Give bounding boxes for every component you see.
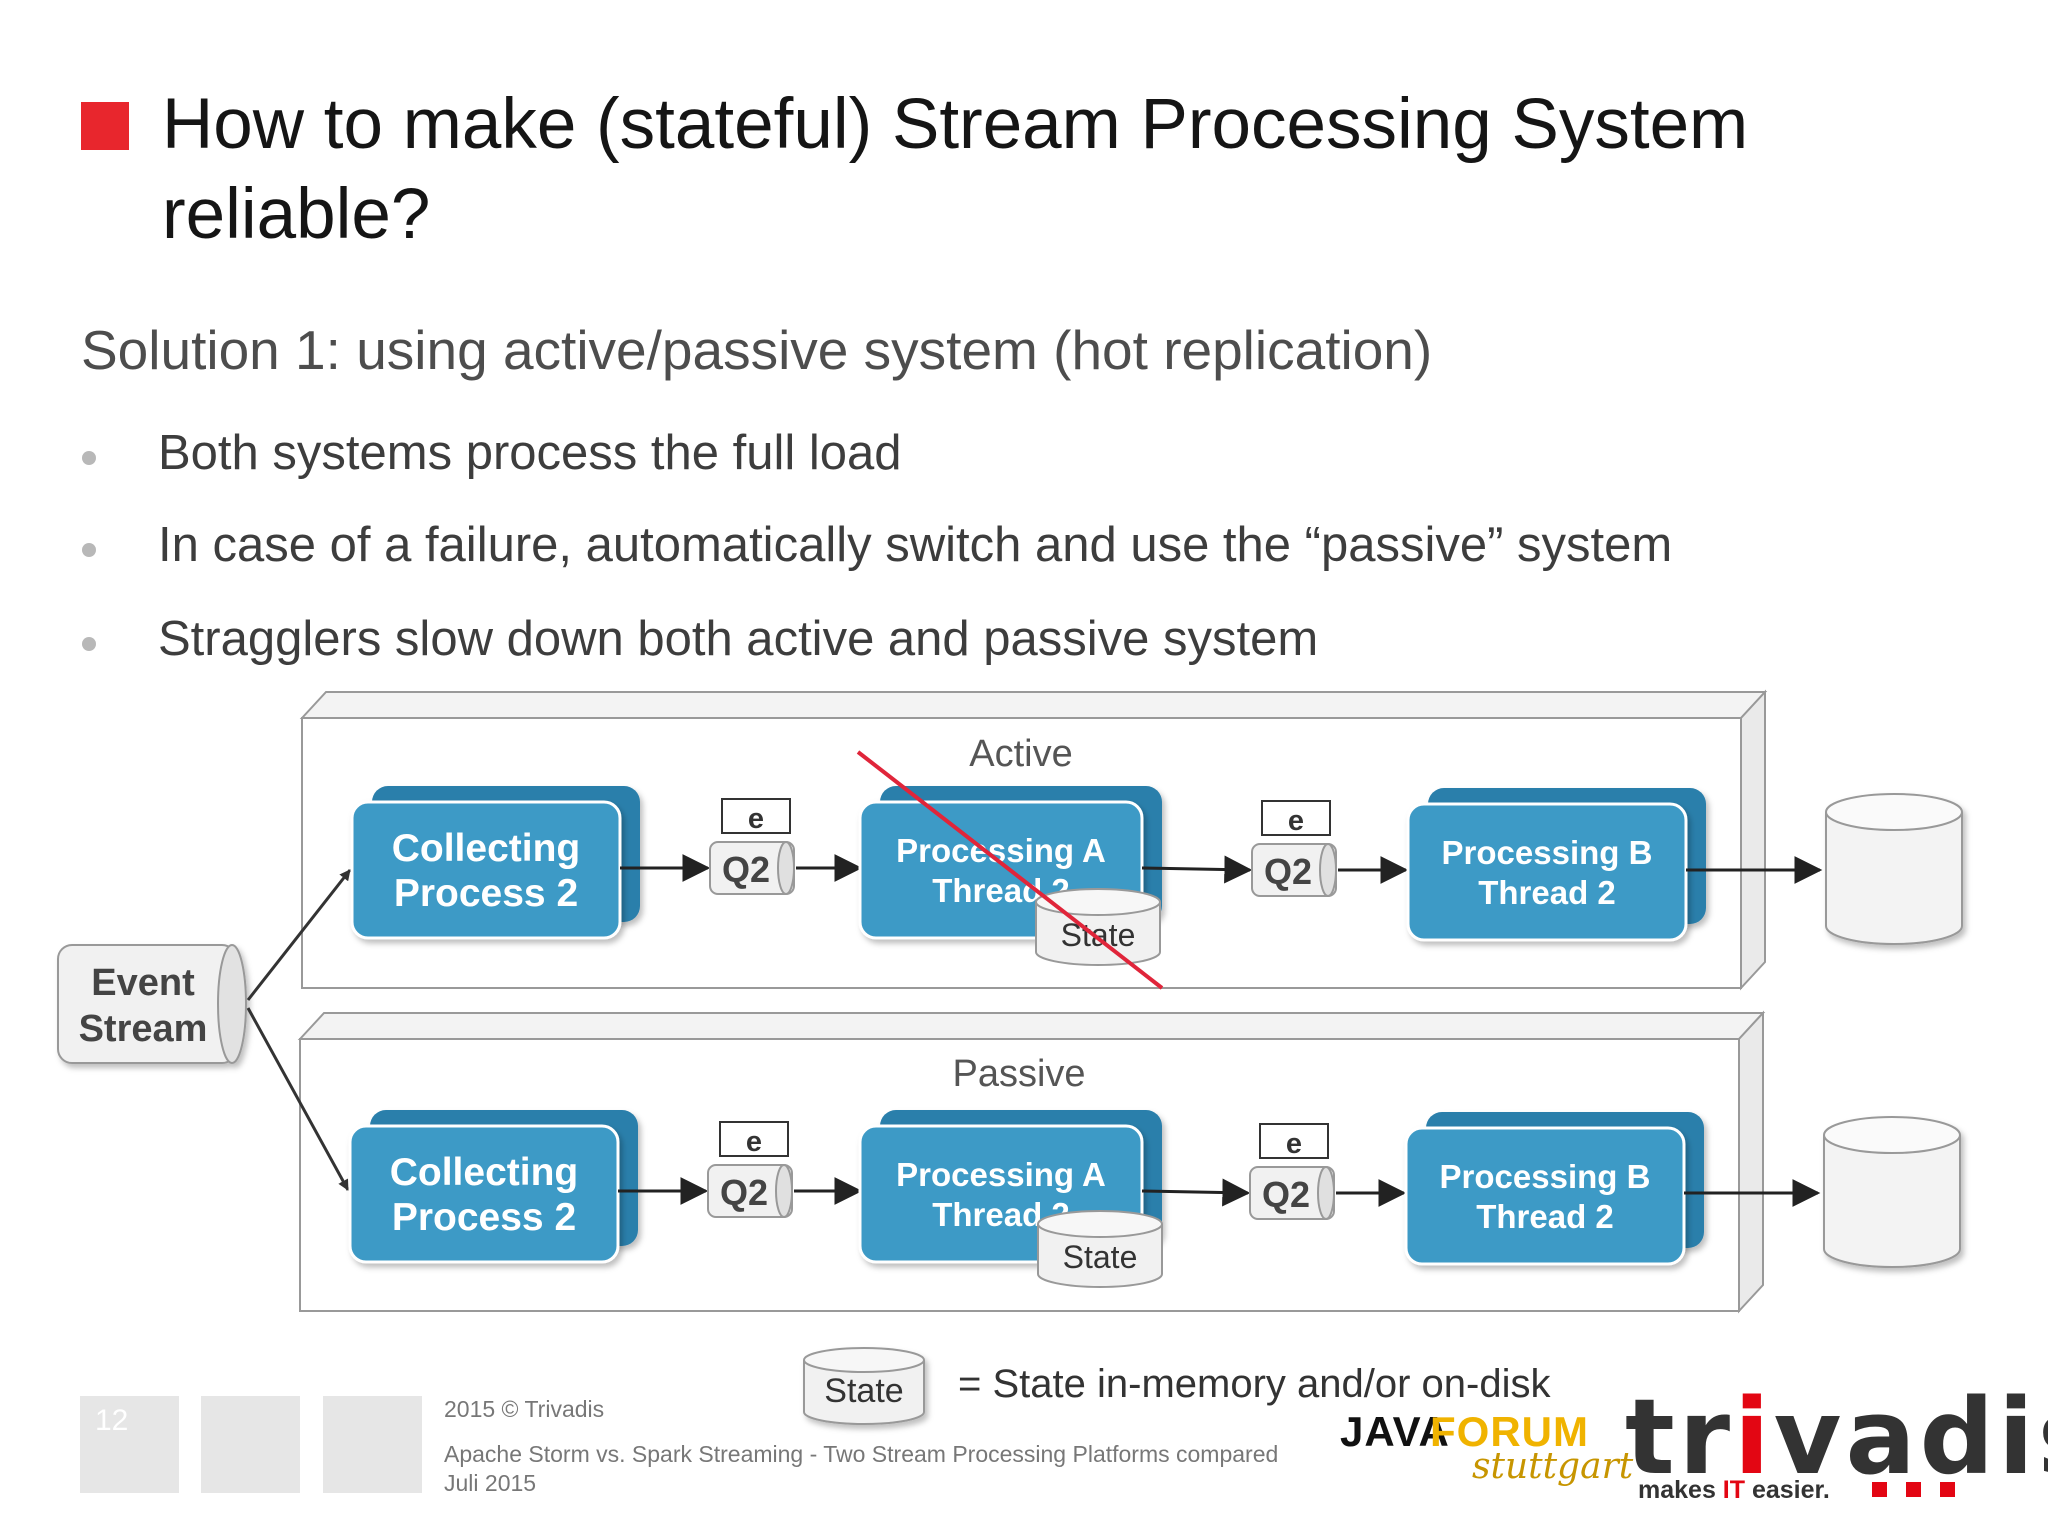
svg-text:Q2: Q2 xyxy=(722,849,770,890)
trivadis-tagline: makes IT easier. xyxy=(1638,1476,1830,1504)
trivadis-dots xyxy=(1872,1482,1974,1502)
collecting-process-active: Collecting Process 2 xyxy=(350,786,640,940)
bullet-dot xyxy=(82,543,96,557)
svg-text:State: State xyxy=(1063,1239,1138,1275)
svg-text:e: e xyxy=(1288,805,1304,837)
svg-text:Q2: Q2 xyxy=(1264,851,1312,892)
legend-symbol-label: State xyxy=(824,1372,903,1410)
event-stream-label: Event xyxy=(91,962,195,1004)
queue-active-2: e Q2 xyxy=(1251,800,1337,897)
slide-title: How to make (stateful) Stream Processing… xyxy=(162,85,1749,254)
title-bullet-square xyxy=(81,102,129,150)
queue-passive-1: e Q2 xyxy=(707,1121,793,1218)
svg-text:e: e xyxy=(746,1126,762,1158)
arrow-to-passive xyxy=(246,1007,350,1191)
bullet-item: Both systems process the full load xyxy=(158,426,902,480)
svg-text:Processing A: Processing A xyxy=(896,1156,1106,1193)
footer-box xyxy=(80,1396,179,1493)
slide-subtitle: Solution 1: using active/passive system … xyxy=(81,319,1433,381)
sink-database-passive xyxy=(1823,1116,1961,1268)
svg-text:Process 2: Process 2 xyxy=(392,1196,576,1239)
javaforum-logo-city: stuttgart xyxy=(1472,1446,1634,1487)
svg-text:Thread 2: Thread 2 xyxy=(1476,1198,1614,1235)
sink-database-active xyxy=(1825,793,1963,945)
event-stream-label: Stream xyxy=(79,1008,208,1050)
svg-text:Collecting: Collecting xyxy=(392,827,581,870)
state-store-active: State xyxy=(1035,888,1161,966)
svg-text:State: State xyxy=(1061,917,1136,953)
collecting-process-passive: Collecting Process 2 xyxy=(348,1110,638,1264)
svg-text:Thread 2: Thread 2 xyxy=(1478,874,1616,911)
arrow-to-active xyxy=(246,869,352,1001)
page-number: 12 xyxy=(95,1404,129,1437)
bullet-dot xyxy=(82,451,96,465)
svg-text:Process 2: Process 2 xyxy=(394,872,578,915)
svg-text:Q2: Q2 xyxy=(720,1172,768,1213)
failure-strike-line xyxy=(856,750,1164,990)
svg-text:Q2: Q2 xyxy=(1262,1174,1310,1215)
svg-text:e: e xyxy=(1286,1128,1302,1160)
footer-talk-title: Apache Storm vs. Spark Streaming - Two S… xyxy=(444,1441,1279,1467)
bullet-item: In case of a failure, automatically swit… xyxy=(158,518,1673,572)
footer-box xyxy=(201,1396,300,1493)
footer-box xyxy=(323,1396,422,1493)
bullet-dot xyxy=(82,637,96,651)
event-stream-node xyxy=(57,944,247,1064)
javaforum-logo-java: JAVA xyxy=(1340,1408,1450,1455)
panel-label-passive: Passive xyxy=(952,1053,1085,1095)
queue-passive-2: e Q2 xyxy=(1249,1123,1335,1220)
flow-arrow xyxy=(1141,855,1253,884)
javaforum-logo-forum: FORUM xyxy=(1430,1408,1589,1455)
svg-text:Processing B: Processing B xyxy=(1442,834,1653,871)
panel-label-active: Active xyxy=(969,733,1072,775)
trivadis-wordmark: trivadis xyxy=(1625,1376,2048,1498)
state-store-passive: State xyxy=(1037,1210,1163,1288)
legend-state-symbol xyxy=(803,1347,925,1425)
footer-copyright: 2015 © Trivadis xyxy=(444,1396,605,1422)
svg-text:Processing B: Processing B xyxy=(1440,1158,1651,1195)
bullet-item: Stragglers slow down both active and pas… xyxy=(158,612,1319,666)
processing-b-passive: Processing B Thread 2 xyxy=(1404,1112,1704,1266)
processing-b-active: Processing B Thread 2 xyxy=(1406,788,1706,942)
flow-arrow xyxy=(1141,1178,1251,1207)
legend-text: = State in-memory and/or on-disk xyxy=(958,1362,1551,1406)
footer-date: Juli 2015 xyxy=(444,1470,537,1496)
queue-active-1: e Q2 xyxy=(709,798,795,895)
svg-text:Collecting: Collecting xyxy=(390,1151,579,1194)
svg-text:e: e xyxy=(748,803,764,835)
